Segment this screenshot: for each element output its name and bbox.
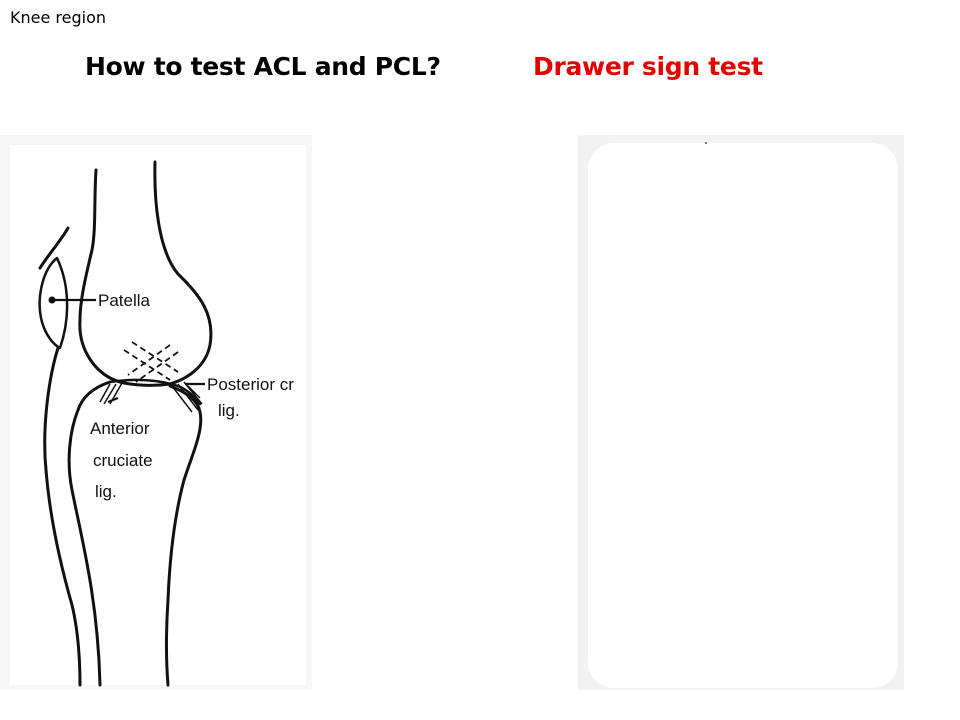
label-anterior-2: cruciate	[93, 451, 153, 470]
patella-dot	[48, 296, 56, 304]
leader-lines	[52, 298, 205, 404]
label-posterior-1: Posterior cr	[207, 375, 294, 394]
label-anterior-1: Anterior	[90, 419, 150, 438]
answer-heading: Drawer sign test	[533, 52, 763, 81]
shin-skin	[43, 346, 82, 687]
tibia-posterior	[165, 384, 203, 687]
right-panel-inner	[588, 143, 898, 688]
joint-line	[108, 378, 202, 406]
femur-condyle	[118, 380, 172, 387]
label-patella: Patella	[98, 291, 151, 310]
femur-left-contour	[78, 168, 122, 384]
label-anterior-3: lig.	[95, 482, 117, 501]
tibia-plateau	[67, 380, 112, 687]
femur-right-contour	[153, 160, 213, 386]
patella-outline	[38, 256, 69, 350]
question-heading: How to test ACL and PCL?	[85, 52, 441, 81]
anterior-leader	[107, 396, 119, 404]
section-label: Knee region	[10, 8, 107, 27]
speck	[705, 142, 707, 144]
knee-drawing	[38, 160, 213, 687]
middle-panel	[312, 135, 584, 690]
left-panel-inner	[10, 145, 306, 685]
label-posterior-2: lig.	[218, 401, 240, 420]
thigh-skin	[38, 226, 70, 270]
